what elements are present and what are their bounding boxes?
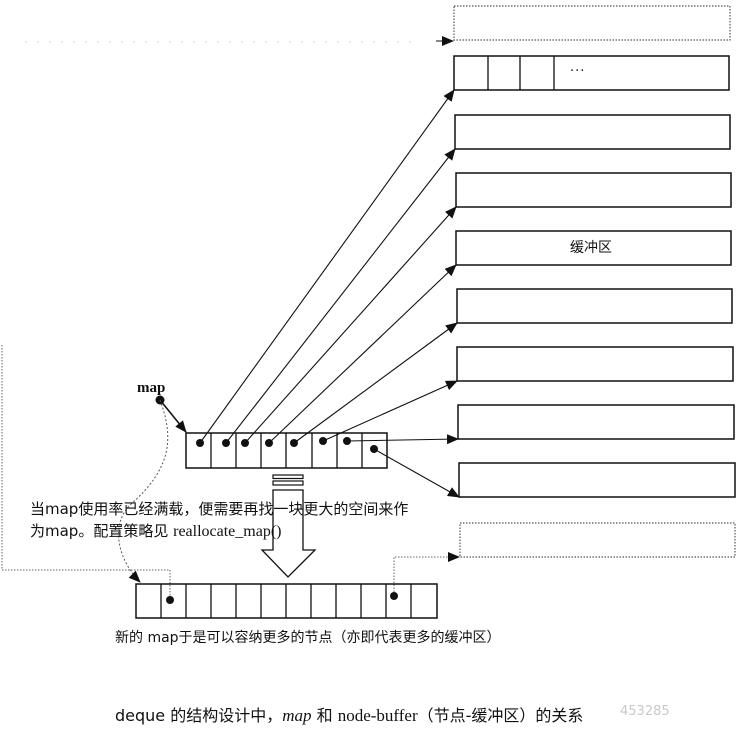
buffer-list: [453, 55, 736, 498]
new-buffer-bottom: [459, 522, 736, 558]
map-repoint-curve: [118, 399, 169, 583]
buffer-6: [456, 346, 734, 382]
reallocate-arrow-icon: [260, 474, 317, 578]
new-buffer-top: [453, 5, 731, 41]
map-to-buffer-arrows: [199, 89, 460, 498]
watermark: 453285: [620, 704, 670, 719]
buffer-3: [455, 172, 732, 208]
buffer-5: [456, 288, 733, 324]
figure-caption: deque 的结构设计中，map 和 node-buffer（节点-缓冲区）的关…: [115, 702, 583, 726]
old-map: [185, 432, 388, 469]
caption-map: map: [282, 706, 312, 725]
new-map-to-new-buffer: [393, 552, 460, 598]
caption-part3: （节点-缓冲区）的关系: [417, 706, 584, 725]
left-dotted-connector: [1, 345, 171, 598]
buffer-7: [457, 404, 735, 440]
map-pointer-label: map: [137, 380, 166, 396]
caption-part1: 的结构设计中，: [165, 706, 283, 725]
buffer-2: [454, 114, 731, 150]
buffer-1: [453, 55, 730, 91]
reallocate-note-line1: 当map使用率已经满载，便需要再找一块更大的空间来作: [30, 500, 409, 518]
new-map-caption: 新的 map于是可以容纳更多的节点（亦即代表更多的缓冲区）: [115, 630, 501, 646]
map-pointer-arrow: [159, 399, 187, 433]
buffer-label: 缓冲区: [570, 240, 612, 256]
caption-node-buffer: node-buffer: [337, 706, 418, 725]
buffer-8: [458, 462, 736, 498]
reallocate-note-line2: 为map。配置策略见 reallocate_map(): [30, 520, 281, 541]
new-map: [135, 583, 438, 619]
reallocate-note-prefix: 为map。配置策略见: [30, 522, 174, 540]
buffer-ellipsis: ...: [570, 60, 586, 75]
buffer-4: [455, 230, 732, 266]
caption-part2: 和: [311, 706, 338, 725]
reallocate-function-name: reallocate_map(): [173, 523, 282, 540]
caption-deque: deque: [115, 706, 166, 725]
